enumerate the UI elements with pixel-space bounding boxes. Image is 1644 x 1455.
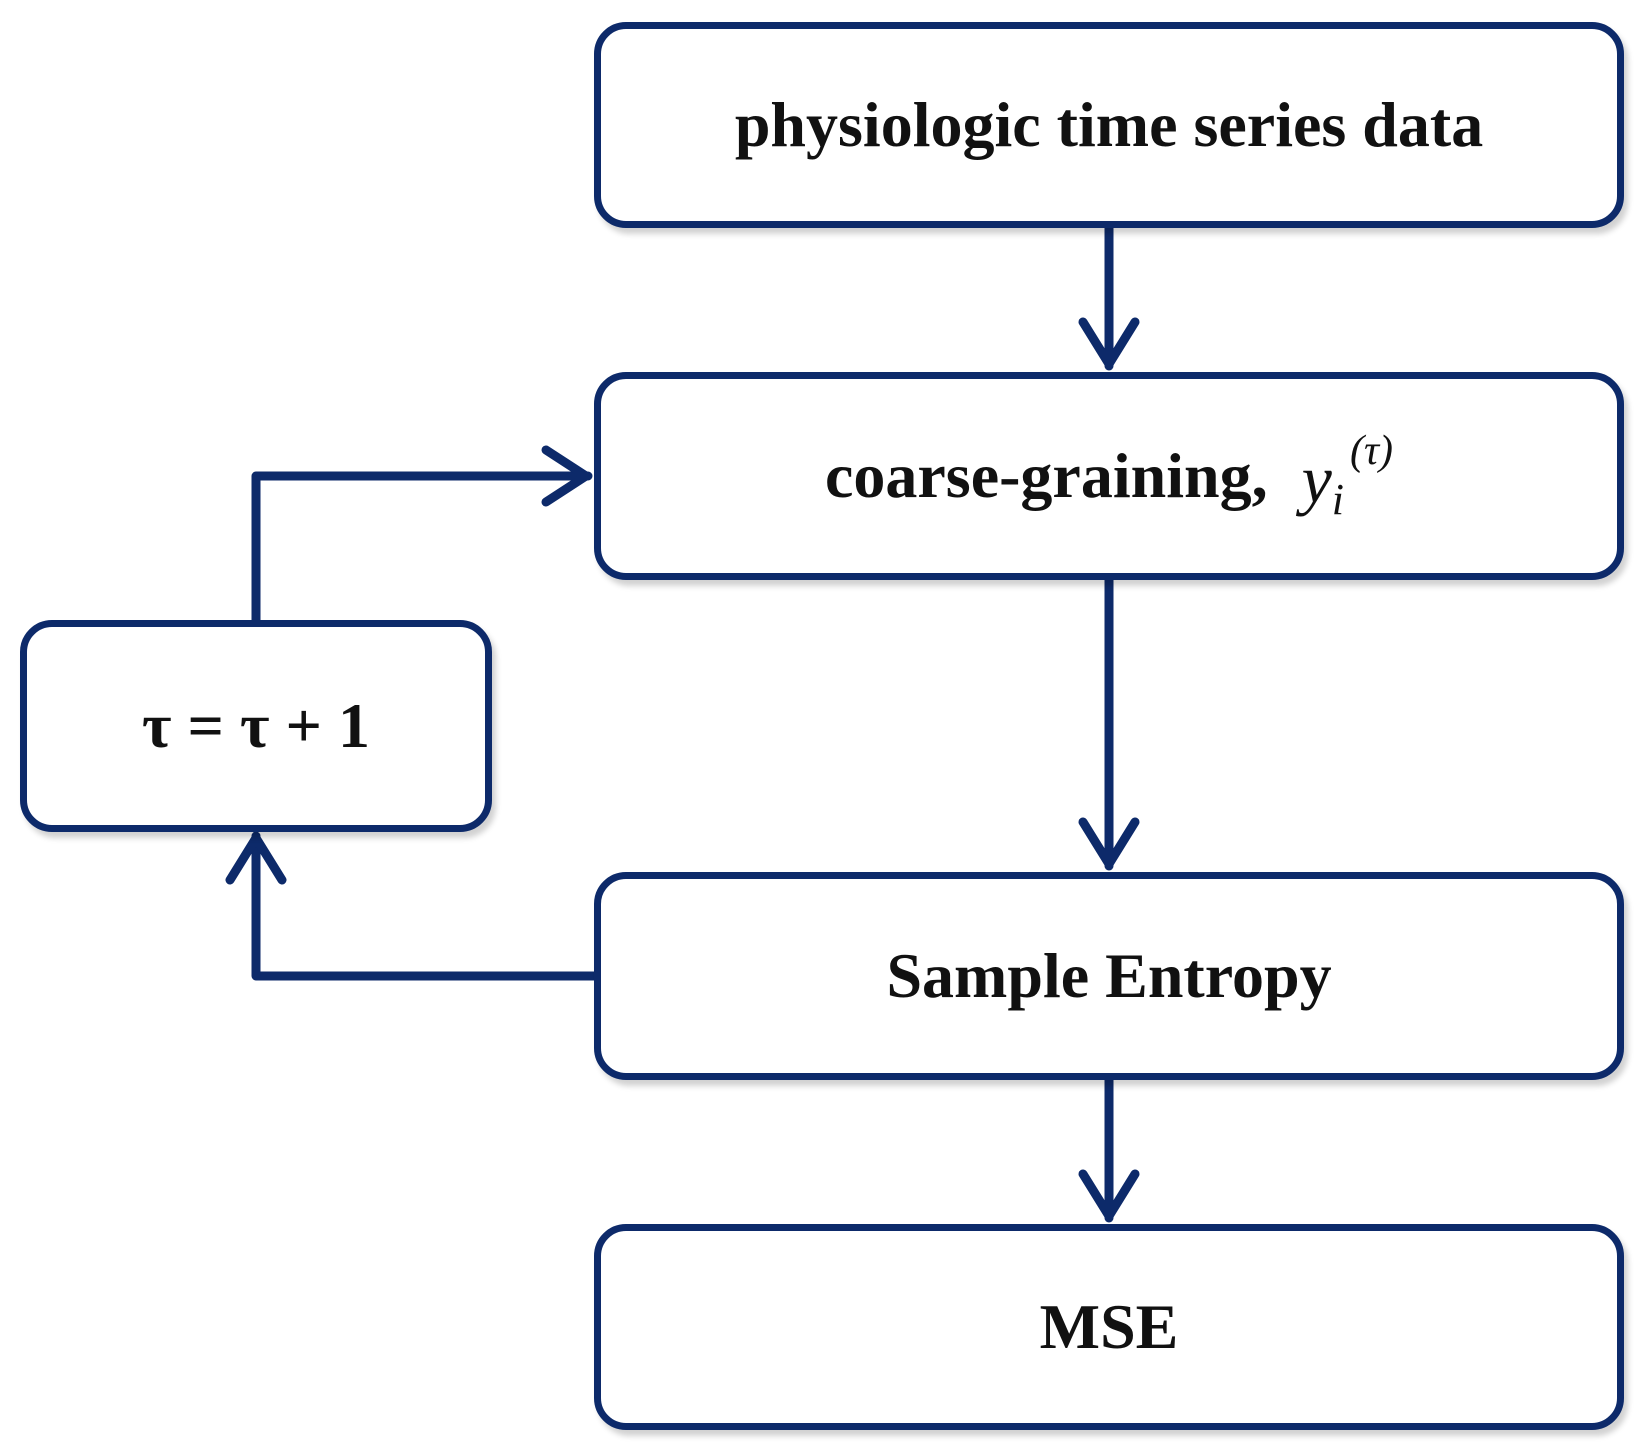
arrowhead-coarse-to-sampen [1078, 817, 1140, 869]
formula-superscript: (τ) [1350, 428, 1394, 474]
arrowhead-tau-to-coarse [541, 445, 591, 507]
node-sample-entropy-label: Sample Entropy [886, 940, 1332, 1011]
node-tau-increment: τ = τ + 1 [20, 620, 492, 832]
node-tau-increment-label: τ = τ + 1 [142, 690, 370, 761]
node-coarse-graining: coarse-graining, yi(τ) [594, 372, 1624, 580]
node-physiologic-data: physiologic time series data [594, 22, 1624, 228]
arrowhead-sampen-to-mse [1078, 1169, 1140, 1221]
node-coarse-graining-label: coarse-graining, [824, 440, 1268, 511]
node-mse: MSE [594, 1224, 1624, 1430]
arrow-tau-to-coarse [251, 471, 593, 625]
node-sample-entropy: Sample Entropy [594, 872, 1624, 1080]
formula-base: y [1301, 441, 1332, 517]
arrowhead-data-to-coarse [1078, 317, 1140, 369]
node-mse-label: MSE [1039, 1291, 1179, 1362]
coarse-graining-formula: yi(τ) [1302, 427, 1393, 525]
node-physiologic-data-label: physiologic time series data [734, 89, 1484, 160]
arrow-sampen-to-tau [251, 831, 599, 981]
formula-subscript: i [1331, 475, 1344, 524]
arrowhead-sampen-to-tau [225, 833, 287, 885]
